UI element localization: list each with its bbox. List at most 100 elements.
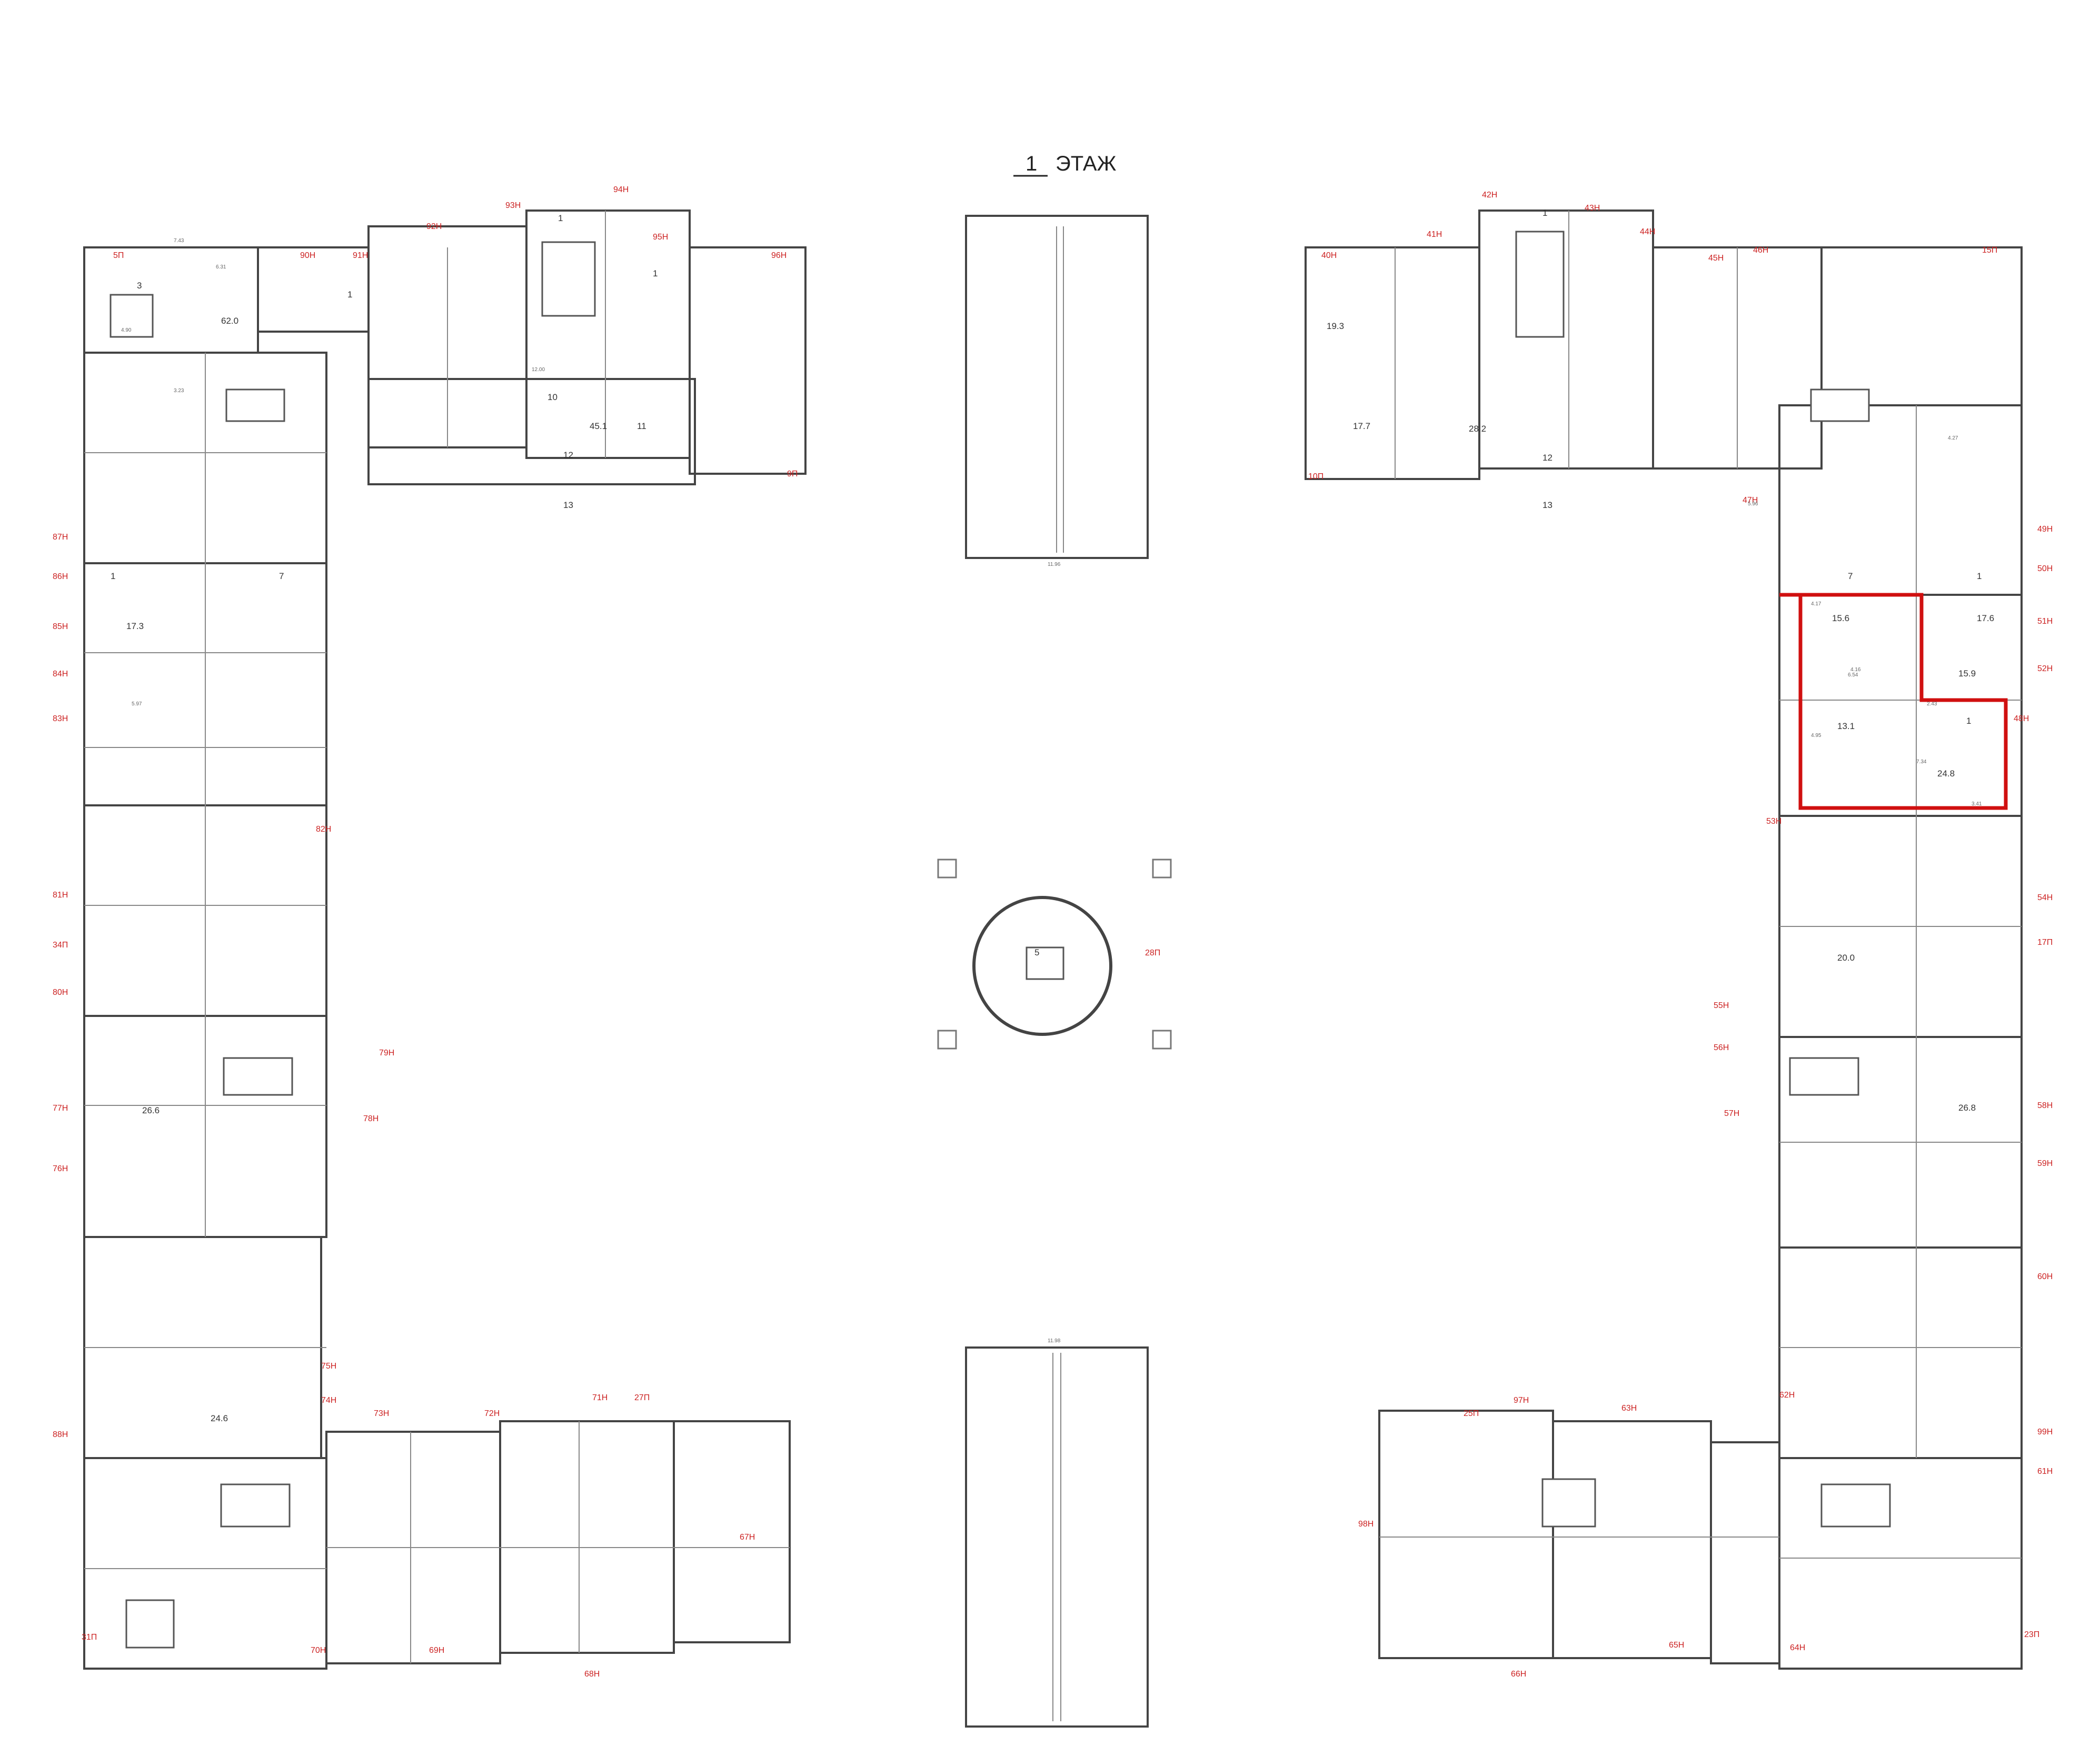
room-number: 12 <box>563 450 573 460</box>
area-label: 26.6 <box>142 1105 160 1115</box>
unit-label: 59Н <box>2037 1159 2053 1168</box>
area-label: 45.1 <box>590 421 607 431</box>
dimension-label: 4.95 <box>1811 733 1822 739</box>
unit-label: 48Н <box>2014 714 2029 723</box>
unit-label: 82Н <box>316 825 331 834</box>
unit-label: 51Н <box>2037 617 2053 626</box>
unit-label: 64Н <box>1790 1643 1805 1652</box>
unit-label: 63Н <box>1621 1404 1637 1413</box>
unit-label: 54Н <box>2037 893 2053 902</box>
unit-label: 74Н <box>321 1396 336 1405</box>
area-label: 15.9 <box>1958 669 1976 679</box>
unit-label: 65Н <box>1669 1641 1684 1650</box>
room-number: 13 <box>563 500 573 510</box>
unit-label: 34П <box>53 941 68 950</box>
room-number: 12 <box>1542 453 1552 463</box>
unit-label: 97Н <box>1514 1396 1529 1405</box>
floor-label: ЭТАЖ <box>1056 152 1117 175</box>
unit-label: 71Н <box>592 1393 608 1402</box>
central-rotunda <box>937 859 1172 1050</box>
area-label: 20.0 <box>1837 953 1855 963</box>
area-label: 24.6 <box>211 1413 228 1423</box>
unit-label: 88Н <box>53 1430 68 1439</box>
unit-label: 10П <box>1308 472 1323 481</box>
unit-label: 83Н <box>53 714 68 723</box>
unit-label: 56Н <box>1714 1043 1729 1052</box>
unit-label: 5П <box>113 251 124 260</box>
unit-label: 79Н <box>379 1049 394 1057</box>
unit-label: 72Н <box>484 1409 500 1418</box>
dimension-label: 5.97 <box>132 701 142 707</box>
unit-label: 15П <box>1982 246 1997 255</box>
dimension-label: 4.17 <box>1811 601 1822 607</box>
unit-label: 99Н <box>2037 1428 2053 1436</box>
unit-label: 69Н <box>429 1646 444 1655</box>
dimension-label: 3.41 <box>1972 801 1982 807</box>
room-number: 7 <box>279 571 284 581</box>
area-label: 15.6 <box>1832 613 1849 623</box>
area-label: 19.3 <box>1327 321 1344 331</box>
unit-label: 9П <box>787 470 798 478</box>
room-number: 7 <box>1848 571 1853 581</box>
dimension-label: 4.16 <box>1850 667 1861 673</box>
area-labels: 62.0 19.3 17.7 26.8 24.8 15.6 17.6 45.1 … <box>126 316 1994 1423</box>
room-number: 1 <box>558 213 563 223</box>
room-number: 1 <box>1966 716 1971 726</box>
room-number: 11 <box>637 421 646 431</box>
unit-label: 84Н <box>53 670 68 679</box>
unit-label: 58Н <box>2037 1101 2053 1110</box>
dimension-label: 4.90 <box>121 327 132 333</box>
dimension-label: 12.00 <box>532 367 545 373</box>
area-label: 62.0 <box>221 316 238 326</box>
unit-label: 87Н <box>53 533 68 542</box>
unit-label: 86Н <box>53 572 68 581</box>
unit-label: 68Н <box>584 1670 600 1679</box>
unit-label: 70Н <box>311 1646 326 1655</box>
unit-label: 17П <box>2037 938 2053 947</box>
unit-label: 44Н <box>1640 227 1655 236</box>
unit-label: 73Н <box>374 1409 389 1418</box>
unit-label: 61Н <box>2037 1467 2053 1476</box>
room-number: 1 <box>1542 208 1547 218</box>
dimension-label: 5.96 <box>1748 501 1758 507</box>
area-label: 17.7 <box>1353 421 1370 431</box>
unit-label: 45Н <box>1708 254 1724 263</box>
top-parking <box>965 215 1149 559</box>
unit-label: 23П <box>2024 1630 2039 1639</box>
dimension-label: 2.43 <box>1927 701 1937 707</box>
unit-label: 25П <box>1464 1409 1479 1418</box>
unit-label: 67Н <box>740 1533 755 1542</box>
area-label: 17.3 <box>126 621 144 631</box>
area-label: 17.6 <box>1977 613 1994 623</box>
dimension-labels: 7.43 6.31 4.90 3.23 5.96 4.27 6.54 5.97 … <box>121 238 1982 1344</box>
unit-label: 42Н <box>1482 191 1497 199</box>
dimension-label: 3.23 <box>174 388 184 394</box>
dimension-label: 11.96 <box>1048 562 1061 567</box>
unit-label: 78Н <box>363 1114 379 1123</box>
unit-label: 28П <box>1145 949 1160 957</box>
room-number: 10 <box>548 392 558 402</box>
left-wing <box>83 209 807 1670</box>
unit-label: 92Н <box>426 222 442 231</box>
area-label: 26.8 <box>1958 1103 1976 1113</box>
area-label: 28.2 <box>1469 424 1486 434</box>
right-wing <box>1305 209 2023 1670</box>
room-number: 3 <box>137 281 142 291</box>
bottom-parking <box>965 1346 1149 1728</box>
room-number: 13 <box>1542 500 1552 510</box>
room-numbers: 3 1 1 1 12 13 10 11 1 7 1 12 13 7 1 1 5 <box>111 208 1982 957</box>
unit-label: 85Н <box>53 622 68 631</box>
unit-label: 50Н <box>2037 564 2053 573</box>
unit-label: 43Н <box>1585 204 1600 213</box>
dimension-label: 6.31 <box>216 264 226 270</box>
unit-label: 46Н <box>1753 246 1768 255</box>
unit-label: 31П <box>82 1633 97 1642</box>
floor-number: 1 <box>1026 152 1037 175</box>
room-number: 1 <box>347 290 352 300</box>
dimension-label: 6.54 <box>1848 672 1858 678</box>
unit-label: 60Н <box>2037 1272 2053 1281</box>
unit-labels: 5П 90Н 91Н 92Н 93Н 94Н 95Н 96Н 9П 87Н 86… <box>53 185 2053 1679</box>
unit-label: 77Н <box>53 1104 68 1113</box>
unit-label: 98Н <box>1358 1520 1374 1529</box>
